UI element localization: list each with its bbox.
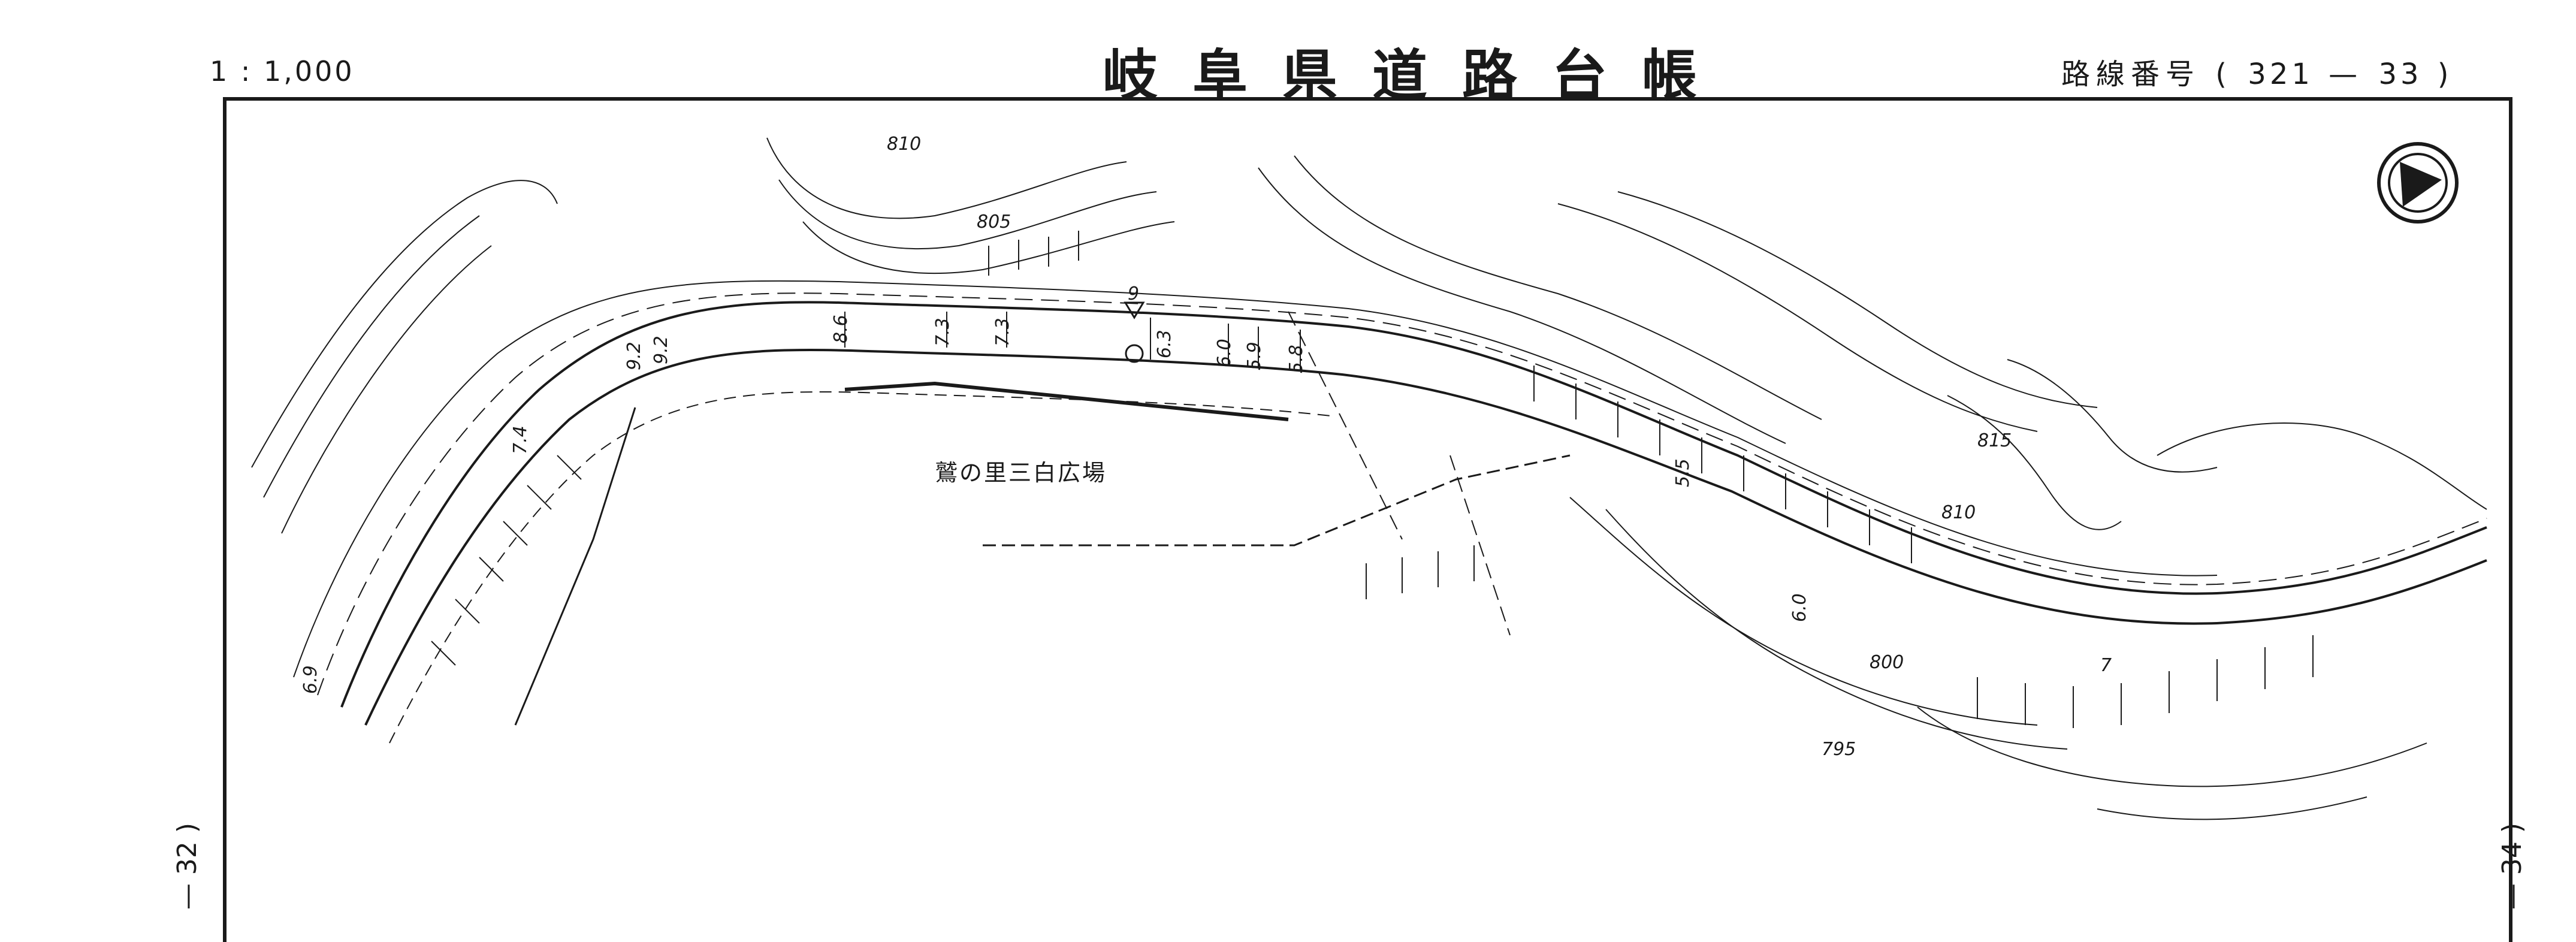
width-label: 5.5: [1672, 458, 1693, 487]
route-close-paren: ): [2437, 58, 2455, 91]
contour-label: 810: [887, 134, 921, 155]
width-label: 6.3: [1154, 330, 1175, 358]
contour-label: 805: [977, 212, 1011, 233]
place-name-label: 鷲の里三白広場: [935, 460, 1107, 486]
width-label: 8.6: [831, 315, 851, 343]
station-label: 9: [1128, 283, 1139, 304]
contour-label: 800: [1870, 652, 1904, 673]
width-label: 7.3: [932, 318, 953, 346]
station-marker-icon: [1124, 301, 1145, 363]
map-frame: [223, 97, 2512, 942]
route-label: 路線番号: [2061, 58, 2201, 91]
width-marks: [844, 312, 1301, 372]
contour-label: 810: [1941, 502, 1976, 523]
route-dash: —: [2329, 58, 2364, 91]
contour-label: 795: [1822, 739, 1856, 760]
width-label: 6.9: [300, 665, 321, 694]
route-number: 路線番号 ( 321 — 33 ): [2061, 50, 2455, 92]
road: [293, 280, 2487, 744]
map-labels: 810 805 815 810 800 795 9 8.6 7.3 7.3 6.…: [300, 134, 2112, 760]
width-label: 6.0: [1789, 593, 1810, 622]
route-number-value: 321: [2248, 58, 2314, 91]
sheet-number-value: 33: [2378, 58, 2423, 91]
slope-hatching: [431, 231, 2314, 728]
contour-lines: [251, 137, 2487, 820]
route-open-paren: (: [2215, 58, 2233, 91]
width-label: 7.4: [510, 425, 531, 454]
width-label: 7: [2100, 655, 2112, 676]
width-label: 9.2: [651, 336, 672, 364]
contour-label: 815: [1977, 430, 2012, 451]
width-label: 6.0: [1214, 339, 1235, 367]
width-label: 5.8: [1286, 345, 1307, 373]
width-label: 7.3: [992, 318, 1013, 346]
retaining-walls: [514, 311, 1571, 726]
north-arrow-icon: [2377, 142, 2459, 224]
width-label: 9.2: [624, 342, 645, 370]
width-label: 5.9: [1244, 342, 1265, 370]
map-scale: 1 : 1,000: [210, 55, 355, 87]
